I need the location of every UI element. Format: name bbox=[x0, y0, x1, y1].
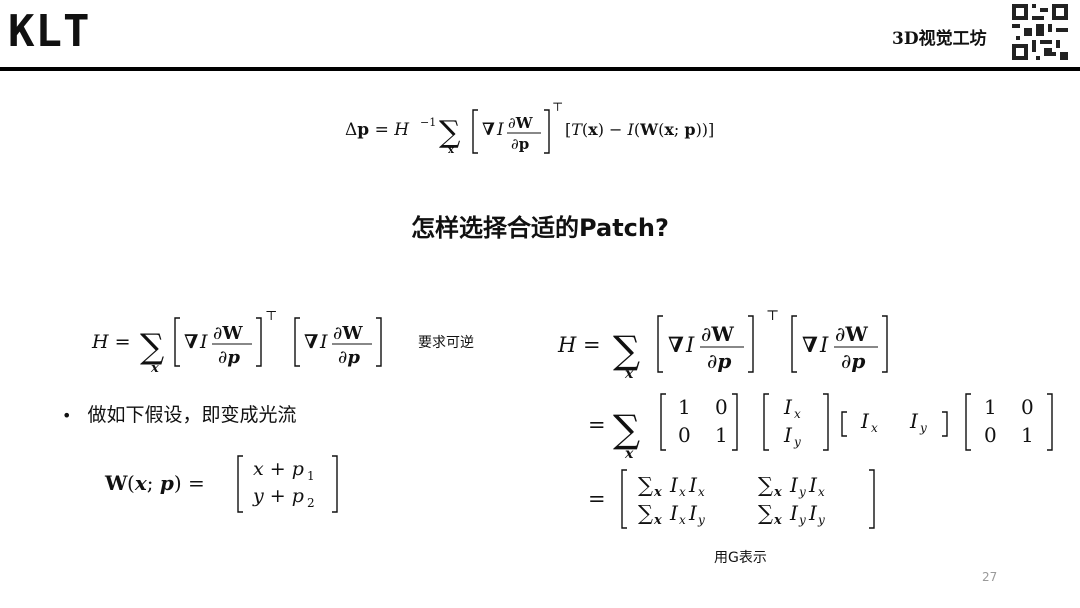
svg-text:x: x bbox=[150, 361, 159, 376]
svg-text:∂W: ∂W bbox=[835, 322, 868, 346]
svg-text:∇: ∇ bbox=[304, 331, 318, 353]
svg-text:I: I bbox=[789, 473, 799, 497]
svg-text:y: y bbox=[817, 513, 825, 527]
svg-text:I: I bbox=[669, 501, 679, 525]
svg-text:x: x bbox=[818, 485, 825, 499]
svg-text:0: 0 bbox=[1021, 395, 1034, 419]
header-rule bbox=[0, 67, 1080, 71]
svg-text:∑: ∑ bbox=[758, 473, 773, 497]
svg-text:y: y bbox=[793, 435, 801, 449]
svg-text:0: 0 bbox=[678, 423, 691, 447]
svg-text:∂W: ∂W bbox=[333, 323, 363, 344]
svg-text:x: x bbox=[624, 366, 634, 382]
svg-text:I: I bbox=[688, 501, 698, 525]
svg-text:∇: ∇ bbox=[482, 120, 495, 140]
svg-text:x: x bbox=[653, 485, 662, 500]
svg-text:1: 1 bbox=[307, 469, 315, 483]
assumption-text: 做如下假设，即变成光流 bbox=[87, 404, 297, 426]
svg-text:I: I bbox=[860, 409, 870, 433]
svg-text:I: I bbox=[909, 409, 919, 433]
bullet-dot: • bbox=[62, 406, 72, 425]
hessian-left-equation: H = ∑ x ∇ I ∂W ∂p ⊤ ∇ I ∂W ∂p bbox=[91, 309, 382, 376]
svg-text:I: I bbox=[685, 333, 695, 357]
svg-text:∂p: ∂p bbox=[841, 349, 865, 373]
svg-text:1: 1 bbox=[1021, 423, 1034, 447]
svg-text:I: I bbox=[319, 331, 328, 353]
svg-text:H =: H = bbox=[557, 333, 601, 357]
svg-text:x + p: x + p bbox=[253, 458, 304, 480]
svg-text:∑: ∑ bbox=[638, 501, 653, 525]
svg-text:∑: ∑ bbox=[638, 473, 653, 497]
svg-text:∇: ∇ bbox=[184, 331, 198, 353]
svg-text:I: I bbox=[669, 473, 679, 497]
svg-text:∂p: ∂p bbox=[218, 347, 240, 368]
svg-text:I: I bbox=[783, 395, 793, 419]
svg-text:∂W: ∂W bbox=[508, 114, 534, 132]
svg-text:I: I bbox=[688, 473, 698, 497]
svg-text:I: I bbox=[496, 120, 504, 140]
svg-text:∂p: ∂p bbox=[707, 349, 731, 373]
svg-text:I: I bbox=[783, 423, 793, 447]
svg-text:I: I bbox=[789, 501, 799, 525]
svg-text:∇: ∇ bbox=[668, 332, 684, 357]
svg-text:∂W: ∂W bbox=[213, 323, 243, 344]
svg-text:∑: ∑ bbox=[439, 115, 461, 150]
svg-text:1: 1 bbox=[984, 395, 997, 419]
svg-text:∂p: ∂p bbox=[338, 347, 360, 368]
svg-text:y: y bbox=[919, 421, 927, 435]
svg-text:I: I bbox=[808, 473, 818, 497]
svg-text:[T(x) − I(W(x; p))]: [T(x) − I(W(x; p))] bbox=[565, 120, 714, 139]
svg-text:x: x bbox=[773, 485, 782, 500]
svg-text:⊤: ⊤ bbox=[265, 309, 277, 324]
qr-code-icon bbox=[1012, 4, 1068, 60]
svg-text:∑: ∑ bbox=[758, 501, 773, 525]
svg-text:∑: ∑ bbox=[613, 407, 640, 451]
slide-title: KLT bbox=[8, 6, 91, 57]
svg-text:Δp = H: Δp = H bbox=[345, 120, 410, 140]
svg-text:0: 0 bbox=[715, 395, 728, 419]
svg-text:x: x bbox=[794, 407, 801, 421]
page-number: 27 bbox=[982, 570, 998, 584]
svg-text:=: = bbox=[588, 487, 606, 511]
svg-text:x: x bbox=[871, 421, 878, 435]
svg-text:y: y bbox=[697, 513, 705, 527]
denote-g-note: 用G表示 bbox=[714, 550, 767, 566]
svg-text:x: x bbox=[679, 485, 686, 499]
assumption-bullet: • 做如下假设，即变成光流 bbox=[62, 400, 296, 427]
section-heading: 怎样选择合适的Patch? bbox=[411, 214, 669, 242]
svg-text:2: 2 bbox=[307, 496, 315, 510]
warp-equation: W (x; p) = x + p 1 y + p 2 bbox=[104, 455, 338, 513]
svg-text:I: I bbox=[808, 501, 818, 525]
svg-text:∑: ∑ bbox=[140, 327, 164, 367]
svg-text:⊤: ⊤ bbox=[766, 308, 779, 324]
svg-text:⊤: ⊤ bbox=[552, 100, 563, 114]
svg-text:∂W: ∂W bbox=[701, 322, 734, 346]
svg-text:x: x bbox=[448, 145, 455, 156]
svg-text:1: 1 bbox=[715, 423, 728, 447]
svg-text:−1: −1 bbox=[420, 116, 436, 129]
svg-text:I: I bbox=[819, 333, 829, 357]
svg-text:0: 0 bbox=[984, 423, 997, 447]
svg-text:I: I bbox=[199, 331, 208, 353]
svg-text:x: x bbox=[624, 446, 634, 462]
svg-text:∇: ∇ bbox=[802, 332, 818, 357]
svg-text:y: y bbox=[798, 485, 806, 499]
svg-text:y: y bbox=[798, 513, 806, 527]
svg-text:x: x bbox=[698, 485, 705, 499]
svg-text:x: x bbox=[679, 513, 686, 527]
invertible-note: 要求可逆 bbox=[418, 335, 474, 351]
delta-p-equation: Δp = H −1 ∑ x ∇ I ∂W ∂p ⊤ [T(x) − I(W(x;… bbox=[345, 100, 714, 156]
svg-text:∑: ∑ bbox=[613, 328, 640, 372]
svg-text:x: x bbox=[653, 513, 662, 528]
svg-text:(x; p) =: (x; p) = bbox=[127, 471, 205, 495]
svg-text:W: W bbox=[104, 471, 128, 495]
svg-text:x: x bbox=[773, 513, 782, 528]
svg-text:∂p: ∂p bbox=[511, 135, 529, 153]
svg-text:y + p: y + p bbox=[252, 485, 304, 507]
svg-text:=: = bbox=[588, 413, 606, 437]
svg-text:H =: H = bbox=[91, 331, 131, 353]
svg-text:1: 1 bbox=[678, 395, 691, 419]
brand-name: 3D视觉工坊 bbox=[892, 29, 987, 49]
